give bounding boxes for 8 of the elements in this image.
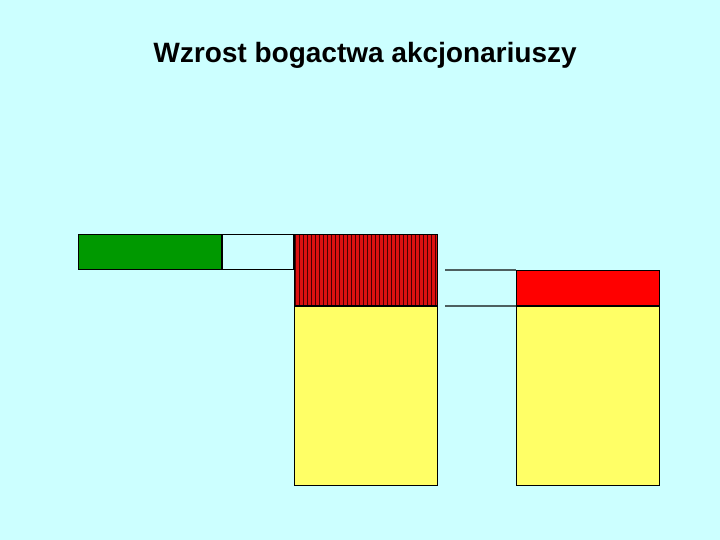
level-line [445,305,516,307]
base-block [516,306,660,486]
solid-bar [516,270,660,306]
level-line [445,269,516,271]
title: Wzrost bogactwa akcjonariuszy [153,36,577,70]
solid-bar [78,234,222,270]
hatched-bar [294,234,438,306]
base-block [294,306,438,486]
